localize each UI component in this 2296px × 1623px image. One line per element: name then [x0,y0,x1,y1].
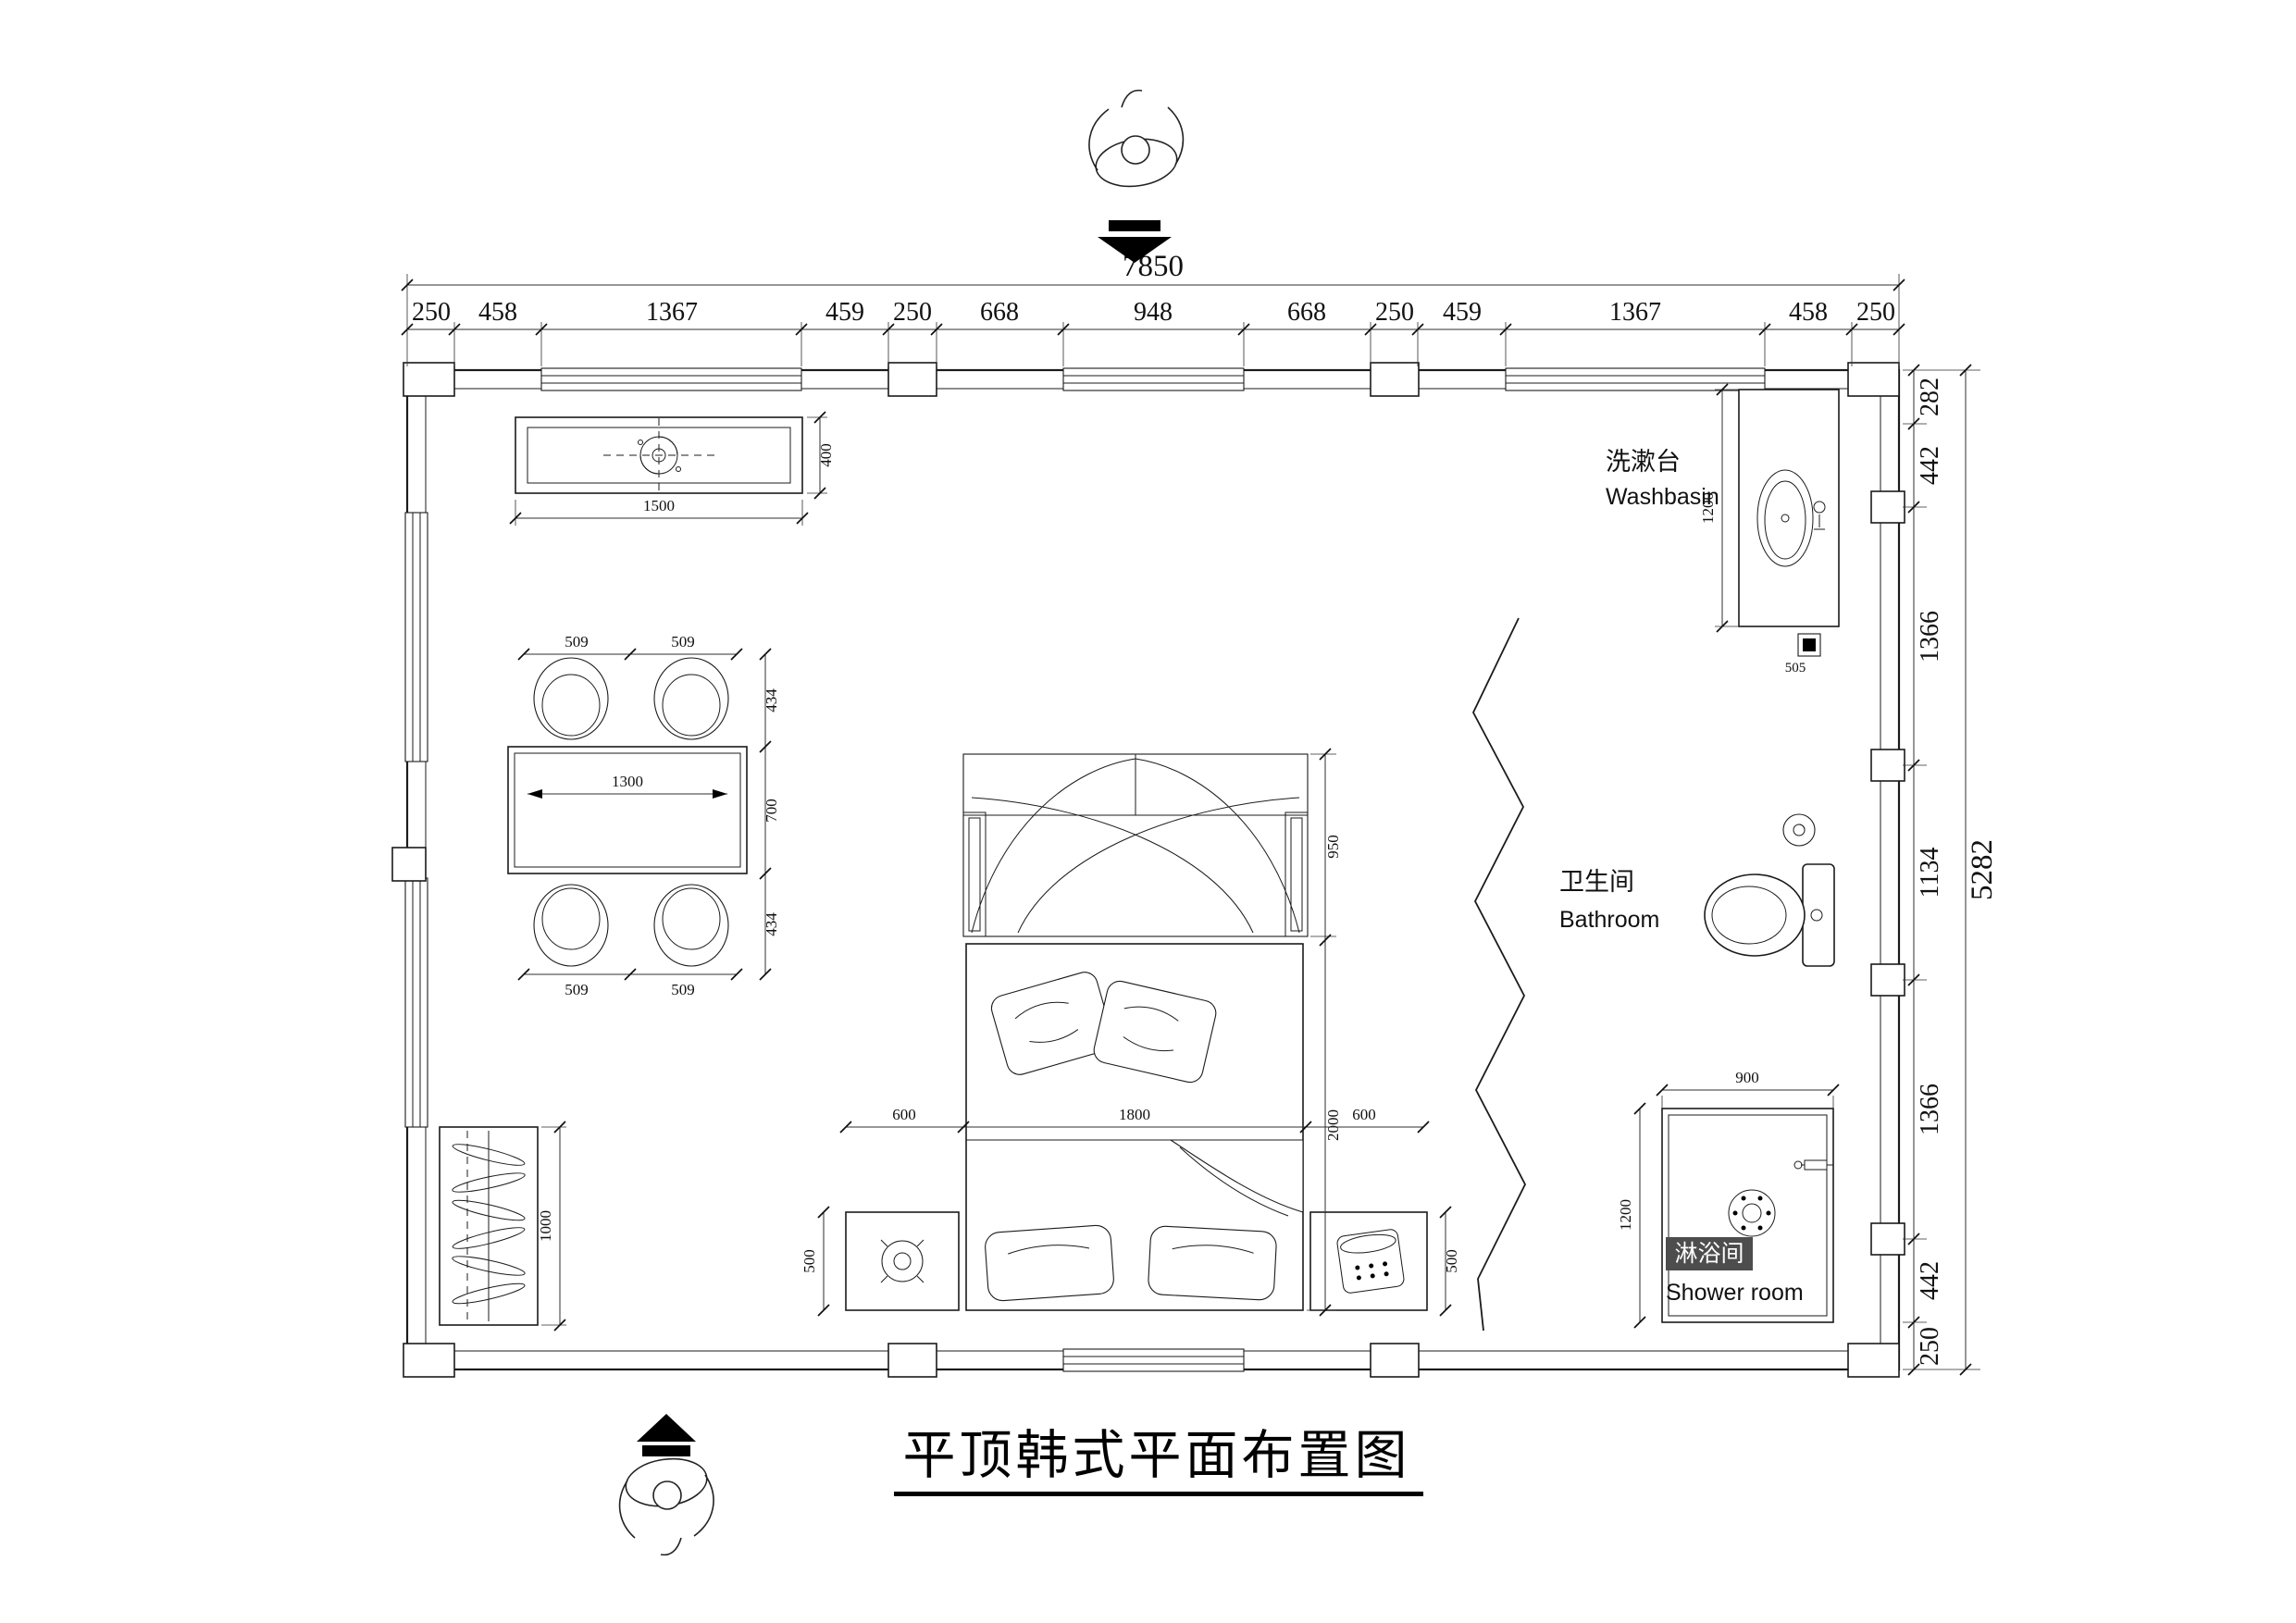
label-washbasin-en: Washbasin [1606,484,1719,510]
shower-room [1661,1108,1834,1323]
entry-figure-bottom [618,1414,714,1556]
dim-right-seg: 250 [1916,1327,1944,1366]
window-bottom-center [1062,1348,1245,1372]
dim-wardrobe-depth: 1000 [537,1210,554,1242]
dim-nightstand-left: 500 [800,1249,818,1273]
dim-bed-canopy: 950 [1324,835,1342,859]
window-left-upper [404,512,428,762]
dim-top-seg: 1367 [1609,298,1661,327]
window-top-right [1505,367,1766,391]
dim-right-seg: 1134 [1916,848,1944,898]
dim-top-seg: 459 [1443,298,1482,327]
dim-table-length: 1300 [612,773,643,790]
dim-top-seg: 250 [893,298,932,327]
dim-right-seg: 282 [1916,378,1944,416]
wardrobe-dimension: 1000 [537,1121,566,1332]
dim-top-seg: 250 [1375,298,1414,327]
dim-chair-bottom-right: 509 [671,981,695,998]
dim-shower-depth: 1200 [1617,1199,1634,1231]
dim-top-seg: 250 [412,298,451,327]
entry-figure-top [1088,89,1185,263]
dim-washbasin-drain: 505 [1785,661,1806,675]
entry-arrow-down-icon [1098,220,1172,263]
dim-top-seg: 459 [825,298,864,327]
dim-right-seg: 442 [1916,1261,1944,1300]
label-shower-en: Shower room [1666,1280,1804,1306]
dim-table-side-mid: 700 [763,799,780,823]
bed-dimensions: 950 2000 600 1800 600 500 500 [800,748,1460,1317]
window-top-center [1062,367,1245,391]
label-bathroom-en: Bathroom [1559,907,1659,933]
dim-right-seg: 1366 [1916,1084,1944,1135]
window-top-left [540,367,802,391]
right-dimension-chain: 282 442 1366 1134 1366 442 250 5282 [1903,364,1999,1376]
dim-chair-top-right: 509 [671,633,695,650]
dim-top-seg: 1367 [646,298,698,327]
dim-top-seg: 668 [1287,298,1326,327]
ceiling-light [515,416,803,494]
window-left-lower [404,877,428,1128]
person-top-icon [1088,89,1185,192]
top-dimension-chain: 7850 250 458 1367 459 250 668 948 668 25… [401,250,1905,366]
dim-chair-bottom-left: 509 [565,981,589,998]
dim-top-seg: 948 [1134,298,1173,327]
entry-arrow-up-icon [637,1414,696,1456]
bed-canopy [962,753,1309,937]
dim-table-side-bottom: 434 [763,912,780,936]
dim-right-total: 5282 [1966,839,1999,900]
label-shower-cn: 淋浴间 [1674,1240,1744,1267]
dim-top-seg: 458 [478,298,517,327]
dim-top-seg: 458 [1789,298,1828,327]
label-washbasin-cn: 洗漱台 [1606,448,1681,477]
toilet [1704,863,1835,967]
dim-top-seg: 668 [980,298,1019,327]
dining-set-dimensions: 509 509 509 509 434 700 434 [517,633,780,998]
drawing-title: 平顶韩式平面布置图 [903,1425,1411,1486]
person-bottom-icon [618,1453,714,1556]
dim-nightstand-right: 500 [1443,1249,1460,1273]
dim-top-seg: 250 [1856,298,1895,327]
dim-light-width: 1500 [643,497,675,514]
shower-label-chip [1666,1237,1753,1270]
wardrobe [439,1126,539,1326]
dim-bed-left: 600 [892,1106,916,1123]
dim-bed-width: 1800 [1119,1106,1150,1123]
dim-bed-right: 600 [1352,1106,1376,1123]
washbasin-dimension: 1200 [1699,383,1739,633]
dim-bed-length: 2000 [1324,1109,1342,1141]
folding-partition [1471,617,1527,1332]
nightstand-right [1309,1211,1428,1311]
wall-columns [391,362,1905,1378]
shower-dimensions: 900 1200 [1617,1069,1840,1329]
toilet-paper-holder [1782,813,1816,847]
dim-light-depth: 400 [817,443,835,467]
telephone-icon [1336,1229,1405,1294]
dim-chair-top-left: 509 [565,633,589,650]
dim-table-side-top: 434 [763,688,780,712]
dim-washbasin-counter: 1200 [1699,492,1717,524]
dim-right-seg: 1366 [1916,611,1944,663]
title-underline [894,1492,1423,1496]
label-bathroom-cn: 卫生间 [1559,868,1634,897]
nightstand-left [845,1211,960,1311]
dim-right-seg: 442 [1916,446,1944,485]
washbasin-counter: 505 [1738,389,1840,675]
ceiling-light-dimensions: 1500 400 [509,411,835,526]
dim-shower-width: 900 [1735,1069,1759,1086]
dining-set: 1300 [507,657,748,967]
